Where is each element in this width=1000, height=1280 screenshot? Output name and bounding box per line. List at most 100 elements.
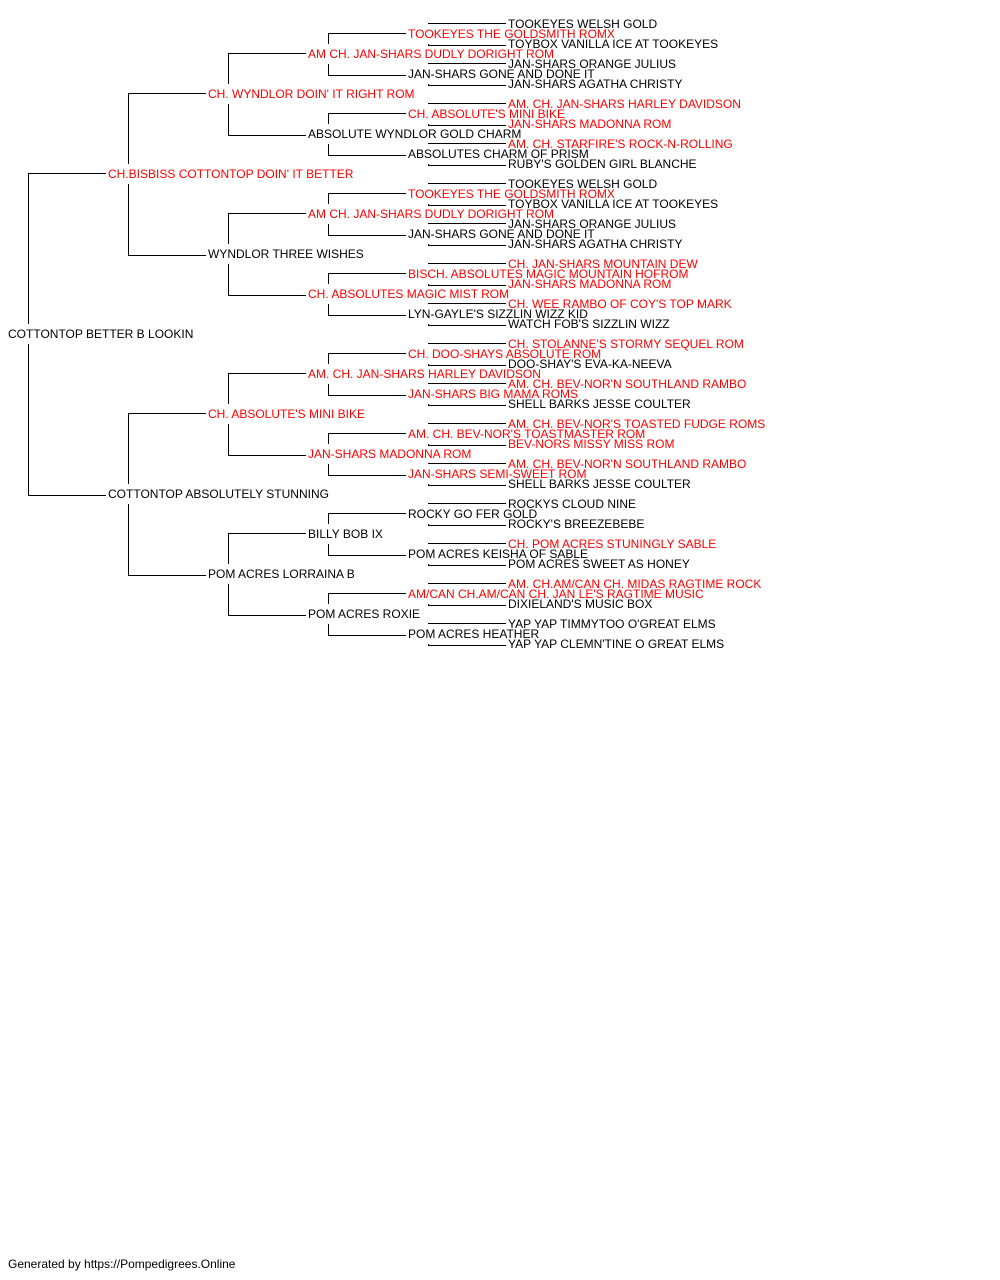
- connector-vertical: [328, 384, 329, 395]
- connector-arm: [428, 125, 506, 126]
- connector-arm: [428, 445, 506, 446]
- ancestor-gen5: SHELL BARKS JESSE COULTER: [508, 397, 691, 411]
- ancestor-gen4: ABSOLUTES CHARM OF PRISM: [408, 147, 589, 161]
- connector-vertical: [228, 533, 229, 564]
- connector-arm: [328, 155, 406, 156]
- generated-by-footer: Generated by https://Pompedigrees.Online: [8, 1257, 236, 1271]
- connector-arm: [228, 53, 306, 54]
- connector-arm: [328, 75, 406, 76]
- connector-vertical: [428, 324, 429, 325]
- connector-vertical: [428, 124, 429, 125]
- ancestor-gen4: AM/CAN CH.AM/CAN CH. JAN LE'S RAGTIME MU…: [408, 587, 704, 601]
- ancestor-gen3: POM ACRES ROXIE: [308, 607, 421, 621]
- connector-arm: [428, 165, 506, 166]
- ancestor-gen4: TOOKEYES THE GOLDSMITH ROMX: [408, 27, 615, 41]
- connector-vertical: [428, 164, 429, 165]
- ancestor-gen5: AM. CH. JAN-SHARS HARLEY DAVIDSON: [508, 97, 741, 111]
- connector-vertical: [328, 224, 329, 235]
- ancestor-gen3: ABSOLUTE WYNDLOR GOLD CHARM: [308, 127, 522, 141]
- connector-vertical: [328, 113, 329, 124]
- connector-arm: [328, 315, 406, 316]
- ancestor-gen5: JAN-SHARS ORANGE JULIUS: [508, 217, 677, 231]
- ancestor-gen5: JAN-SHARS MADONNA ROM: [508, 277, 672, 291]
- connector-vertical: [228, 373, 229, 404]
- connector-vertical: [428, 204, 429, 205]
- connector-arm: [428, 463, 506, 464]
- connector-arm: [428, 285, 506, 286]
- connector-arm: [328, 513, 406, 514]
- ancestor-gen4: JAN-SHARS SEMI-SWEET ROM: [408, 467, 587, 481]
- connector-arm: [328, 353, 406, 354]
- ancestor-gen5: AM. CH. BEV-NOR'S TOASTED FUDGE ROMS: [508, 417, 766, 431]
- connector-arm: [228, 135, 306, 136]
- ancestor-gen2: WYNDLOR THREE WISHES: [208, 247, 364, 261]
- ancestor-gen5: YAP YAP TIMMYTOO O'GREAT ELMS: [508, 617, 716, 631]
- connector-arm: [328, 433, 406, 434]
- ancestor-gen5: JAN-SHARS AGATHA CHRISTY: [508, 237, 683, 251]
- ancestor-gen5: AM. CH.AM/CAN CH. MIDAS RAGTIME ROCK: [508, 577, 762, 591]
- connector-vertical: [328, 33, 329, 44]
- connector-vertical: [328, 513, 329, 524]
- ancestor-gen4: AM. CH. BEV-NOR'S TOASTMASTER ROM: [408, 427, 646, 441]
- connector-arm: [428, 103, 506, 104]
- connector-vertical: [328, 144, 329, 155]
- connector-vertical: [428, 644, 429, 645]
- connector-arm: [428, 303, 506, 304]
- connector-arm: [428, 485, 506, 486]
- connector-arm: [228, 615, 306, 616]
- connector-arm: [428, 583, 506, 584]
- ancestor-gen5: YAP YAP CLEMN'TINE O GREAT ELMS: [508, 637, 725, 651]
- connector-vertical: [28, 344, 29, 495]
- connector-arm: [128, 575, 206, 576]
- connector-arm: [328, 475, 406, 476]
- connector-arm: [328, 395, 406, 396]
- connector-vertical: [228, 584, 229, 615]
- connector-vertical: [328, 593, 329, 604]
- connector-arm: [428, 223, 506, 224]
- ancestor-gen5: AM. CH. BEV-NOR'N SOUTHLAND RAMBO: [508, 457, 747, 471]
- ancestor-gen4: LYN-GAYLE'S SIZZLIN WIZZ KID: [408, 307, 588, 321]
- connector-vertical: [428, 244, 429, 245]
- connector-vertical: [428, 444, 429, 445]
- connector-arm: [128, 93, 206, 94]
- ancestor-gen2: CH. ABSOLUTE'S MINI BIKE: [208, 407, 365, 421]
- connector-vertical: [428, 564, 429, 565]
- connector-arm: [328, 113, 406, 114]
- connector-vertical: [128, 504, 129, 575]
- ancestor-gen5: CH. STOLANNE'S STORMY SEQUEL ROM: [508, 337, 744, 351]
- connector-arm: [428, 645, 506, 646]
- connector-vertical: [428, 604, 429, 605]
- ancestor-gen4: POM ACRES HEATHER: [408, 627, 540, 641]
- ancestor-gen3: BILLY BOB IX: [308, 527, 383, 541]
- connector-vertical: [328, 464, 329, 475]
- connector-arm: [428, 405, 506, 406]
- connector-arm: [428, 525, 506, 526]
- ancestor-gen4: TOOKEYES THE GOLDSMITH ROMX: [408, 187, 615, 201]
- connector-arm: [428, 423, 506, 424]
- ancestor-gen5: CH. WEE RAMBO OF COY'S TOP MARK: [508, 297, 732, 311]
- ancestor-gen5: BEV-NORS MISSY MISS ROM: [508, 437, 675, 451]
- connector-arm: [428, 143, 506, 144]
- ancestor-gen3: AM CH. JAN-SHARS DUDLY DORIGHT ROM: [308, 207, 555, 221]
- ancestor-gen3: AM CH. JAN-SHARS DUDLY DORIGHT ROM: [308, 47, 555, 61]
- ancestor-gen5: WATCH FOB'S SIZZLIN WIZZ: [508, 317, 670, 331]
- connector-arm: [428, 205, 506, 206]
- connector-vertical: [328, 193, 329, 204]
- connector-vertical: [128, 93, 129, 164]
- connector-vertical: [228, 53, 229, 84]
- connector-arm: [428, 605, 506, 606]
- connector-arm: [328, 33, 406, 34]
- connector-arm: [428, 343, 506, 344]
- ancestor-gen5: ROCKY'S BREEZEBEBE: [508, 517, 645, 531]
- connector-arm: [428, 45, 506, 46]
- connector-arm: [28, 495, 106, 496]
- connector-arm: [428, 263, 506, 264]
- ancestor-gen4: ROCKY GO FER GOLD: [408, 507, 538, 521]
- ancestor-gen4: CH. ABSOLUTE'S MINI BIKE: [408, 107, 565, 121]
- connector-arm: [428, 565, 506, 566]
- connector-arm: [428, 325, 506, 326]
- connector-arm: [328, 635, 406, 636]
- ancestor-gen3: JAN-SHARS MADONNA ROM: [308, 447, 472, 461]
- ancestor-gen5: TOYBOX VANILLA ICE AT TOOKEYES: [508, 37, 719, 51]
